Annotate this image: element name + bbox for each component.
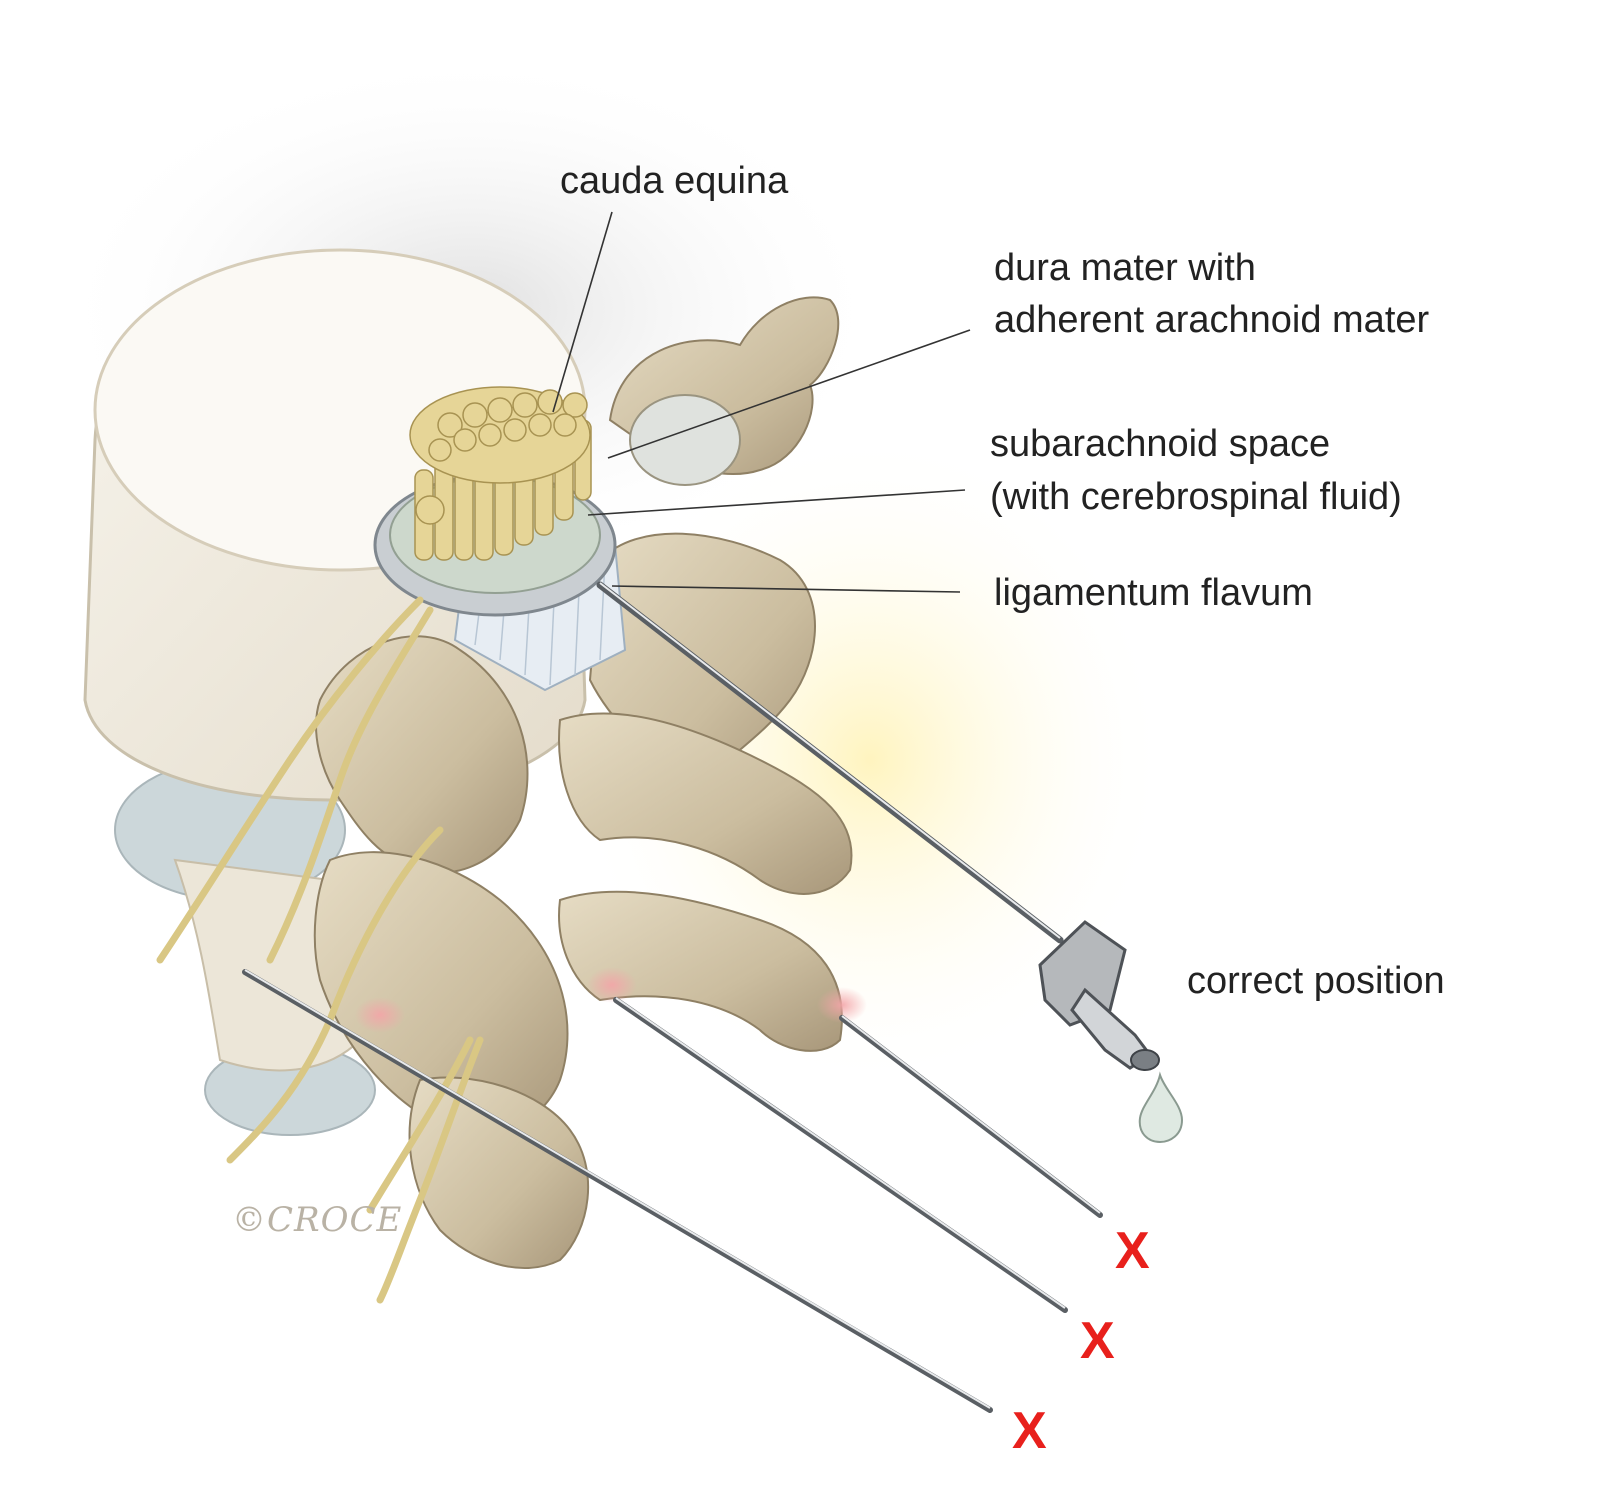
puncture-mark-1 bbox=[355, 997, 405, 1033]
label-dura-mater-line2: adherent arachnoid mater bbox=[994, 299, 1430, 341]
leader-dura-mater bbox=[607, 329, 971, 459]
artist-signature: ©CROCE bbox=[232, 1200, 403, 1240]
correct-needle bbox=[596, 581, 1184, 1144]
lower-vertebral-body bbox=[173, 858, 362, 1072]
leader-subarachnoid bbox=[587, 489, 966, 516]
leader-ligamentum bbox=[611, 585, 961, 593]
incorrect-needle-1 bbox=[242, 969, 993, 1413]
csf-drop bbox=[1138, 1071, 1184, 1144]
label-subarachnoid-line2: (with cerebrospinal fluid) bbox=[990, 476, 1402, 518]
leader-cauda-equina bbox=[552, 211, 613, 413]
incorrect-mark-1: X bbox=[1115, 1222, 1150, 1280]
lowest-vertebra-arch bbox=[408, 1076, 590, 1269]
spinous-process-upper bbox=[558, 712, 853, 895]
puncture-mark-2 bbox=[587, 967, 637, 1003]
leader-lines bbox=[552, 211, 971, 593]
nerve-roots bbox=[156, 596, 484, 1304]
label-correct-position: correct position bbox=[1187, 960, 1445, 1002]
incorrect-mark-3: X bbox=[1012, 1402, 1047, 1460]
facet-joint bbox=[629, 394, 741, 486]
incorrect-needle-3 bbox=[839, 1015, 1103, 1218]
incorrect-needle-2 bbox=[613, 997, 1068, 1313]
inferior-articular-process bbox=[315, 635, 529, 874]
cauda-equina-bundle bbox=[409, 386, 592, 561]
incorrect-mark-2: X bbox=[1080, 1312, 1115, 1370]
needle-hub bbox=[1038, 920, 1160, 1071]
label-cauda-equina: cauda equina bbox=[560, 160, 789, 202]
label-dura-mater-line1: dura mater with bbox=[994, 247, 1256, 289]
label-ligamentum-flavum: ligamentum flavum bbox=[994, 572, 1313, 614]
label-subarachnoid-line1: subarachnoid space bbox=[990, 423, 1331, 465]
puncture-mark-3 bbox=[817, 987, 867, 1023]
